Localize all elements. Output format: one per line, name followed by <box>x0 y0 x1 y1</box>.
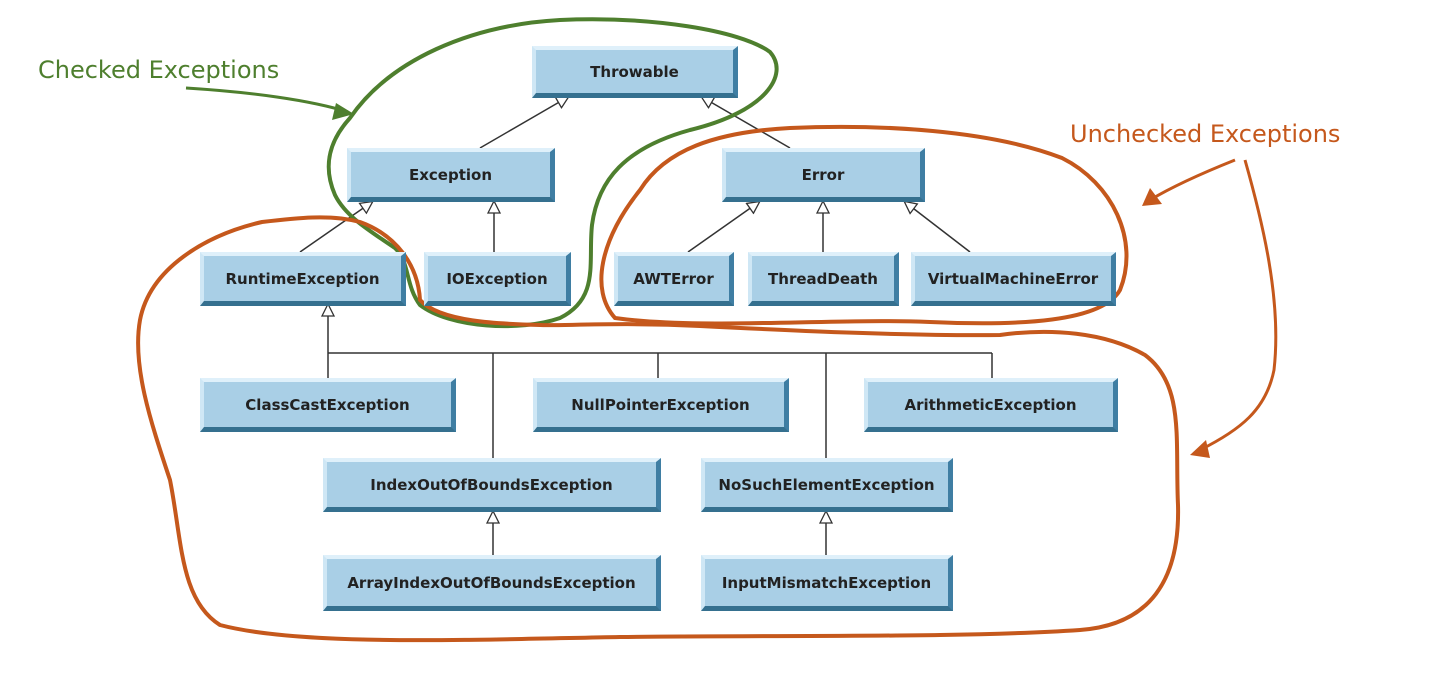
unchecked-pointer-arrow-lower <box>1199 159 1278 452</box>
unchecked-exceptions-label: Unchecked Exceptions <box>1070 120 1341 148</box>
unchecked-pointer-arrowhead-lower <box>1190 440 1210 458</box>
unchecked-errors-outline <box>599 124 1129 326</box>
node-array-index-out-of-bounds-exception: ArrayIndexOutOfBoundsException <box>323 555 661 611</box>
node-exception: Exception <box>347 148 555 202</box>
node-input-mismatch-exception: InputMismatchException <box>701 555 953 611</box>
checked-exceptions-label: Checked Exceptions <box>38 56 280 84</box>
checked-pointer-arrow <box>185 86 349 114</box>
unchecked-pointer-arrowhead-upper <box>1142 188 1162 206</box>
node-thread-death: ThreadDeath <box>748 252 899 306</box>
node-arithmetic-exception: ArithmeticException <box>864 378 1118 432</box>
inheritance-connectors <box>299 97 993 555</box>
unchecked-runtime-outline <box>136 215 1181 643</box>
node-null-pointer-exception: NullPointerException <box>533 378 789 432</box>
checked-exceptions-outline <box>326 17 779 329</box>
node-class-cast-exception: ClassCastException <box>200 378 456 432</box>
node-awt-error: AWTError <box>614 252 734 306</box>
unchecked-pointer-arrow-upper <box>1149 158 1236 202</box>
edge-awt-error <box>687 202 759 253</box>
node-error: Error <box>722 148 925 202</box>
node-runtime-exception: RuntimeException <box>200 252 406 306</box>
edge-exception-throwable <box>479 97 568 149</box>
checked-pointer-arrowhead <box>332 103 354 120</box>
node-virtual-machine-error: VirtualMachineError <box>911 252 1116 306</box>
node-io-exception: IOException <box>424 252 571 306</box>
node-no-such-element-exception: NoSuchElementException <box>701 458 953 512</box>
edge-error-throwable <box>702 97 791 149</box>
edge-vm-error <box>905 202 971 253</box>
node-index-out-of-bounds-exception: IndexOutOfBoundsException <box>323 458 661 512</box>
edge-runtime-exception <box>299 202 372 253</box>
node-throwable: Throwable <box>532 46 738 98</box>
